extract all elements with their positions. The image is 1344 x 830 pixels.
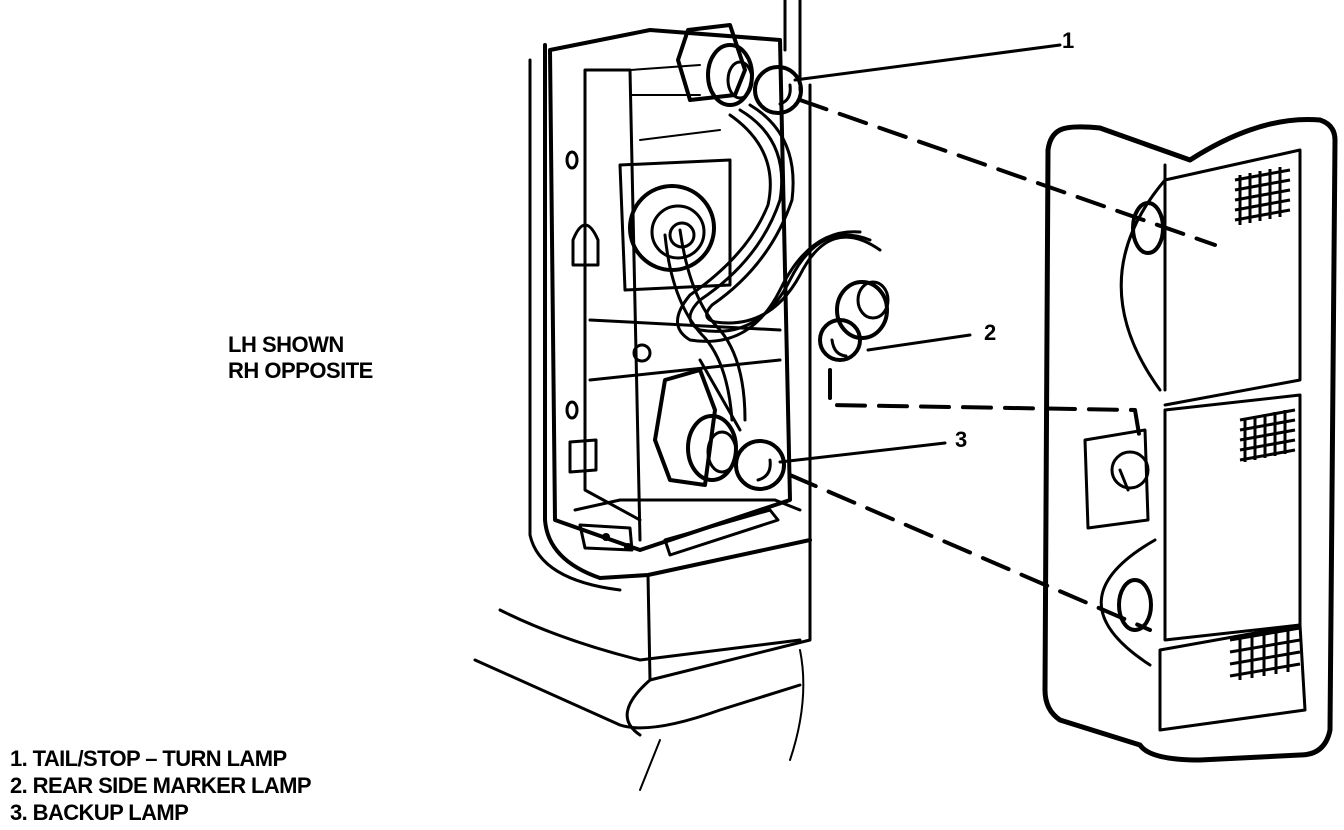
callout-1: 1 — [1062, 28, 1074, 53]
lamp-lens-assembly — [1042, 117, 1338, 763]
center-grommet — [628, 184, 716, 272]
alignment-lines — [788, 98, 1217, 632]
note-line-1: LH SHOWN — [228, 332, 344, 357]
legend-item-3: 3. BACKUP LAMP — [10, 800, 189, 825]
callout-2: 2 — [984, 320, 996, 345]
leader-lines — [778, 43, 1062, 464]
wiring-harness — [663, 103, 882, 432]
vehicle-body — [473, 0, 812, 791]
tail-stop-turn-lamp-bulb — [676, 23, 803, 115]
lamp-housing — [548, 28, 802, 557]
note-line-2: RH OPPOSITE — [228, 358, 373, 383]
backup-lamp-bulb — [653, 368, 786, 491]
rear-side-marker-lamp-bulb — [818, 280, 890, 362]
callout-3: 3 — [955, 427, 967, 452]
side-note: LH SHOWN RH OPPOSITE — [228, 332, 373, 384]
legend-item-1: 1. TAIL/STOP – TURN LAMP — [10, 746, 287, 771]
legend-item-2: 2. REAR SIDE MARKER LAMP — [10, 773, 312, 798]
legend: 1. TAIL/STOP – TURN LAMP 2. REAR SIDE MA… — [10, 745, 312, 826]
